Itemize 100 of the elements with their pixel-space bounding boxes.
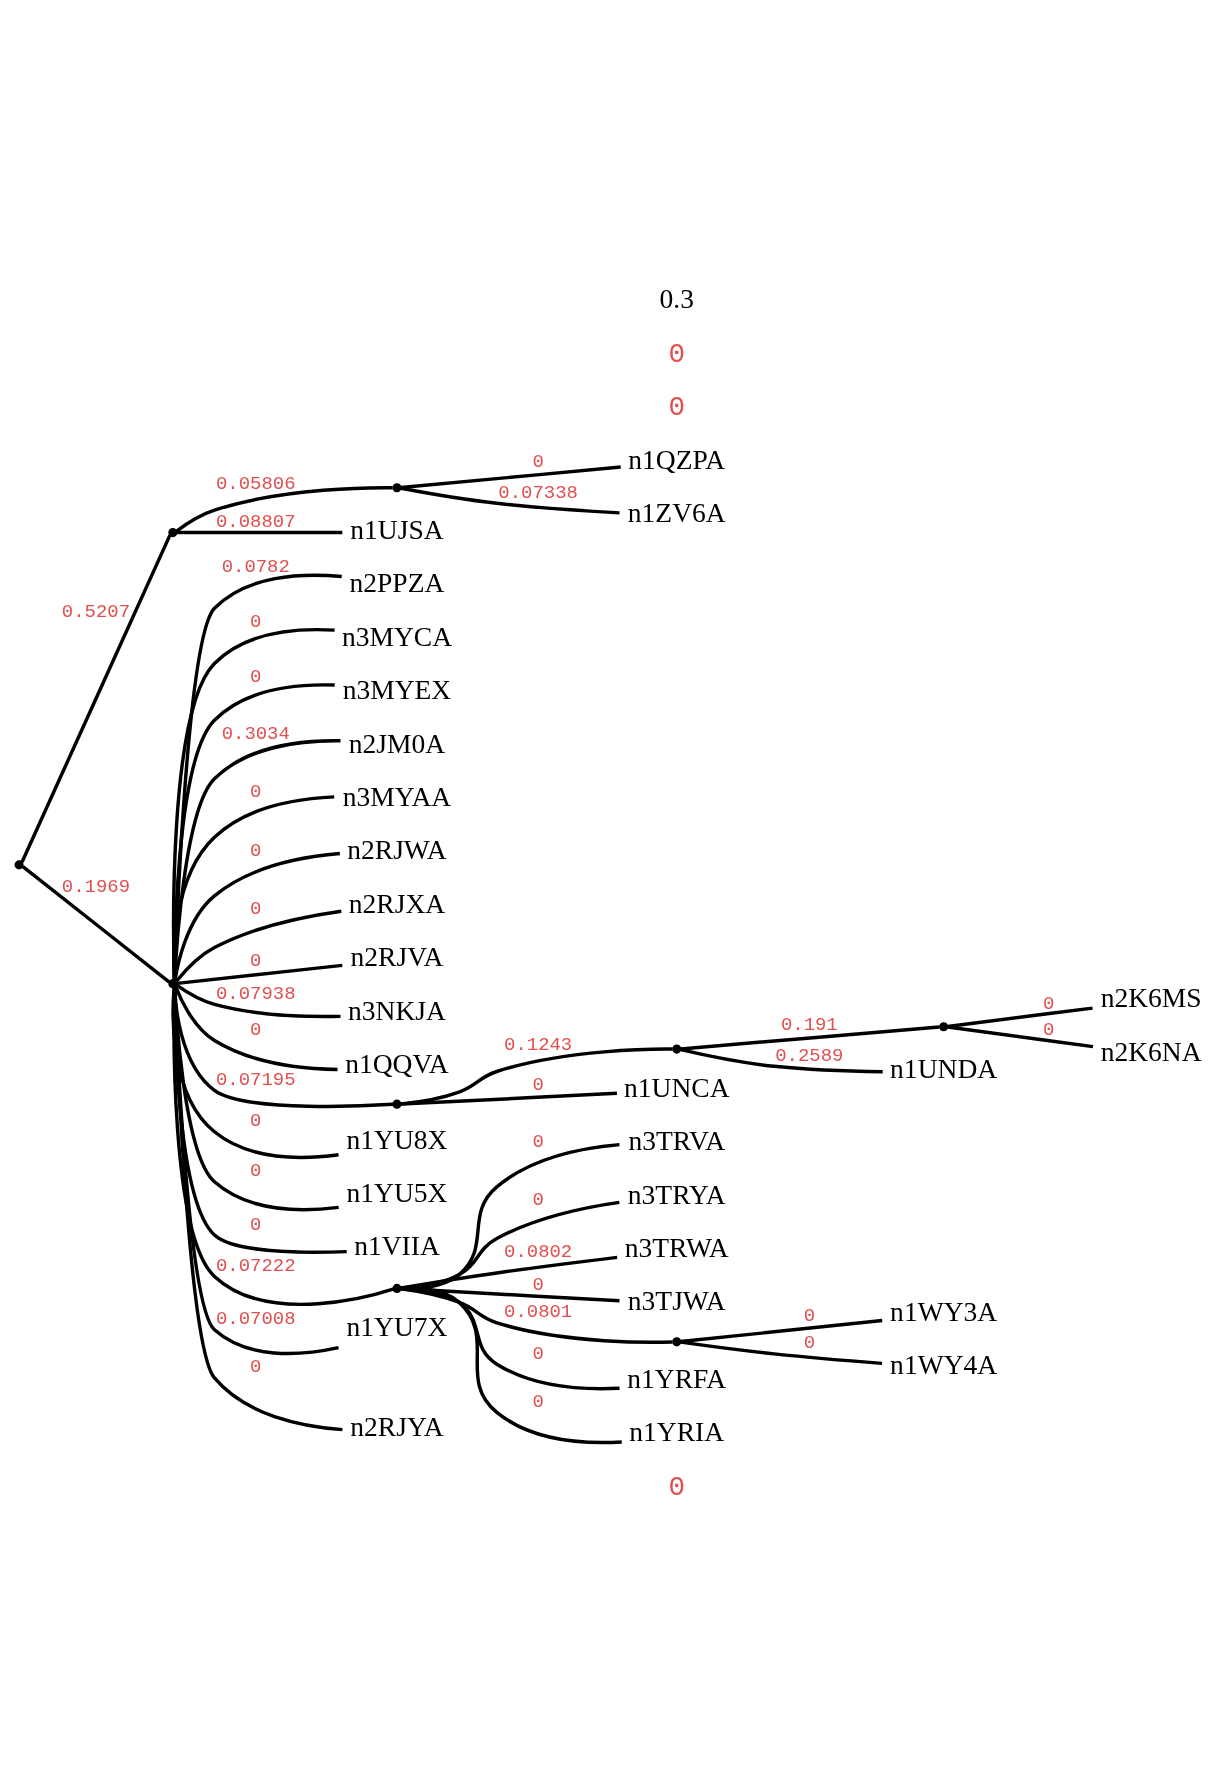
node-text: n2PPZA	[349, 566, 445, 598]
connector	[172, 794, 335, 980]
node-text: n3TRVA	[628, 1124, 726, 1156]
edge-label: 0	[532, 1342, 544, 1365]
node-text: n1YRFA	[627, 1362, 727, 1394]
node-text: n3MYEX	[342, 673, 452, 705]
edge-label: 0	[250, 1355, 262, 1378]
node-text: n2RJXA	[348, 887, 446, 919]
edge-label: 0	[1042, 992, 1055, 1015]
connector	[171, 986, 339, 1159]
connector	[400, 1286, 673, 1344]
node-text: n1UJSA	[350, 513, 444, 545]
edge-label: 0	[532, 1130, 544, 1153]
node-text: n1ZV6A	[627, 496, 726, 528]
connector	[401, 1091, 618, 1106]
node-text: n3MYAA	[342, 780, 452, 812]
edge-label: 0	[532, 1390, 544, 1413]
node-text: n2K6NA	[1100, 1035, 1202, 1067]
edge-label: 0	[250, 1018, 262, 1041]
edge-label: 0	[532, 1073, 544, 1096]
edge-label: 0.07195	[215, 1068, 296, 1091]
connector	[175, 983, 341, 1018]
edge-label: 0	[532, 1188, 544, 1211]
node-point	[939, 1021, 949, 1031]
node-text: n1UNDA	[890, 1052, 998, 1084]
edge-label: 0	[250, 665, 262, 688]
node-point	[392, 1099, 402, 1109]
edge-label: 0.1243	[504, 1033, 573, 1056]
connector	[172, 573, 342, 980]
label: 0	[668, 1471, 686, 1503]
node-text: n1UNCA	[623, 1071, 730, 1103]
node-text: n1WY4A	[890, 1348, 998, 1380]
edge-label: 0.0801	[504, 1300, 573, 1323]
label: 0.3	[659, 282, 694, 314]
connector	[947, 1024, 1094, 1048]
edge-label: 0	[250, 839, 262, 862]
edge-label: 0	[250, 949, 262, 972]
node-text: n3MYCA	[341, 620, 453, 652]
edge-label: 0.07338	[498, 481, 578, 504]
connector	[20, 533, 172, 863]
node-text: n1QZPA	[628, 443, 726, 474]
node-text: n1YU7X	[346, 1310, 448, 1342]
node-text: n1WY3A	[890, 1295, 998, 1327]
edge-label: 0.05806	[215, 472, 296, 495]
edge-label: 0.07222	[215, 1254, 296, 1277]
connector	[680, 1024, 940, 1051]
node-point	[672, 1044, 682, 1054]
connector	[400, 1046, 673, 1106]
node-point	[14, 859, 24, 869]
connector	[680, 1318, 883, 1343]
connector	[400, 1285, 622, 1444]
node-point	[168, 978, 178, 988]
connector	[171, 627, 335, 980]
connector	[172, 986, 394, 1108]
connector	[173, 738, 341, 980]
edge-label: 0	[250, 1213, 262, 1236]
connector	[947, 1005, 1093, 1028]
node-text: n2RJWA	[347, 833, 447, 865]
connector	[173, 986, 339, 1355]
edge-label: 0.07938	[215, 982, 296, 1005]
node-point	[672, 1336, 682, 1346]
connector	[172, 986, 394, 1306]
edge-label: 0.0802	[504, 1240, 573, 1263]
connector	[400, 486, 620, 515]
node-text: n2RJVA	[350, 940, 444, 972]
connector	[172, 986, 347, 1254]
node-text: n1VIIA	[354, 1229, 440, 1261]
node-text: n3TJWA	[627, 1284, 726, 1316]
connector	[177, 530, 343, 534]
edge-label: 0	[250, 1159, 262, 1182]
edge-label: 0	[250, 780, 262, 803]
connector	[173, 986, 339, 1211]
connector	[172, 682, 335, 980]
node-text: n1QQVA	[345, 1047, 449, 1079]
edge-label: 0.5207	[61, 600, 131, 623]
edge-label: 0	[532, 1273, 544, 1296]
node-text: n1YU5X	[346, 1176, 448, 1208]
edge-label: 0	[250, 897, 262, 920]
connector	[400, 464, 621, 489]
node-text: n2RJYA	[350, 1410, 444, 1442]
connector	[680, 1047, 883, 1073]
edge-label: 0	[1042, 1018, 1055, 1041]
label: 0	[668, 338, 686, 370]
node-text: n1YU8X	[346, 1123, 448, 1155]
edge-label: 0.08807	[215, 510, 296, 533]
node-text: n1YRIA	[629, 1415, 725, 1447]
node-text: n3TRYA	[627, 1178, 726, 1210]
connector	[173, 851, 340, 981]
edge-label: 0.1969	[61, 875, 131, 898]
node-point	[392, 482, 402, 492]
edge-label: 0.191	[780, 1013, 838, 1036]
connector	[173, 985, 338, 1071]
connector	[173, 987, 343, 1431]
edge-label: 0	[803, 1331, 816, 1354]
node-text: n2K6MS	[1100, 981, 1202, 1013]
label: 0	[668, 391, 686, 423]
connector	[176, 963, 343, 985]
edge-label: 0	[250, 1109, 262, 1132]
connector	[175, 909, 342, 982]
edge-label: 0.07008	[215, 1307, 296, 1330]
